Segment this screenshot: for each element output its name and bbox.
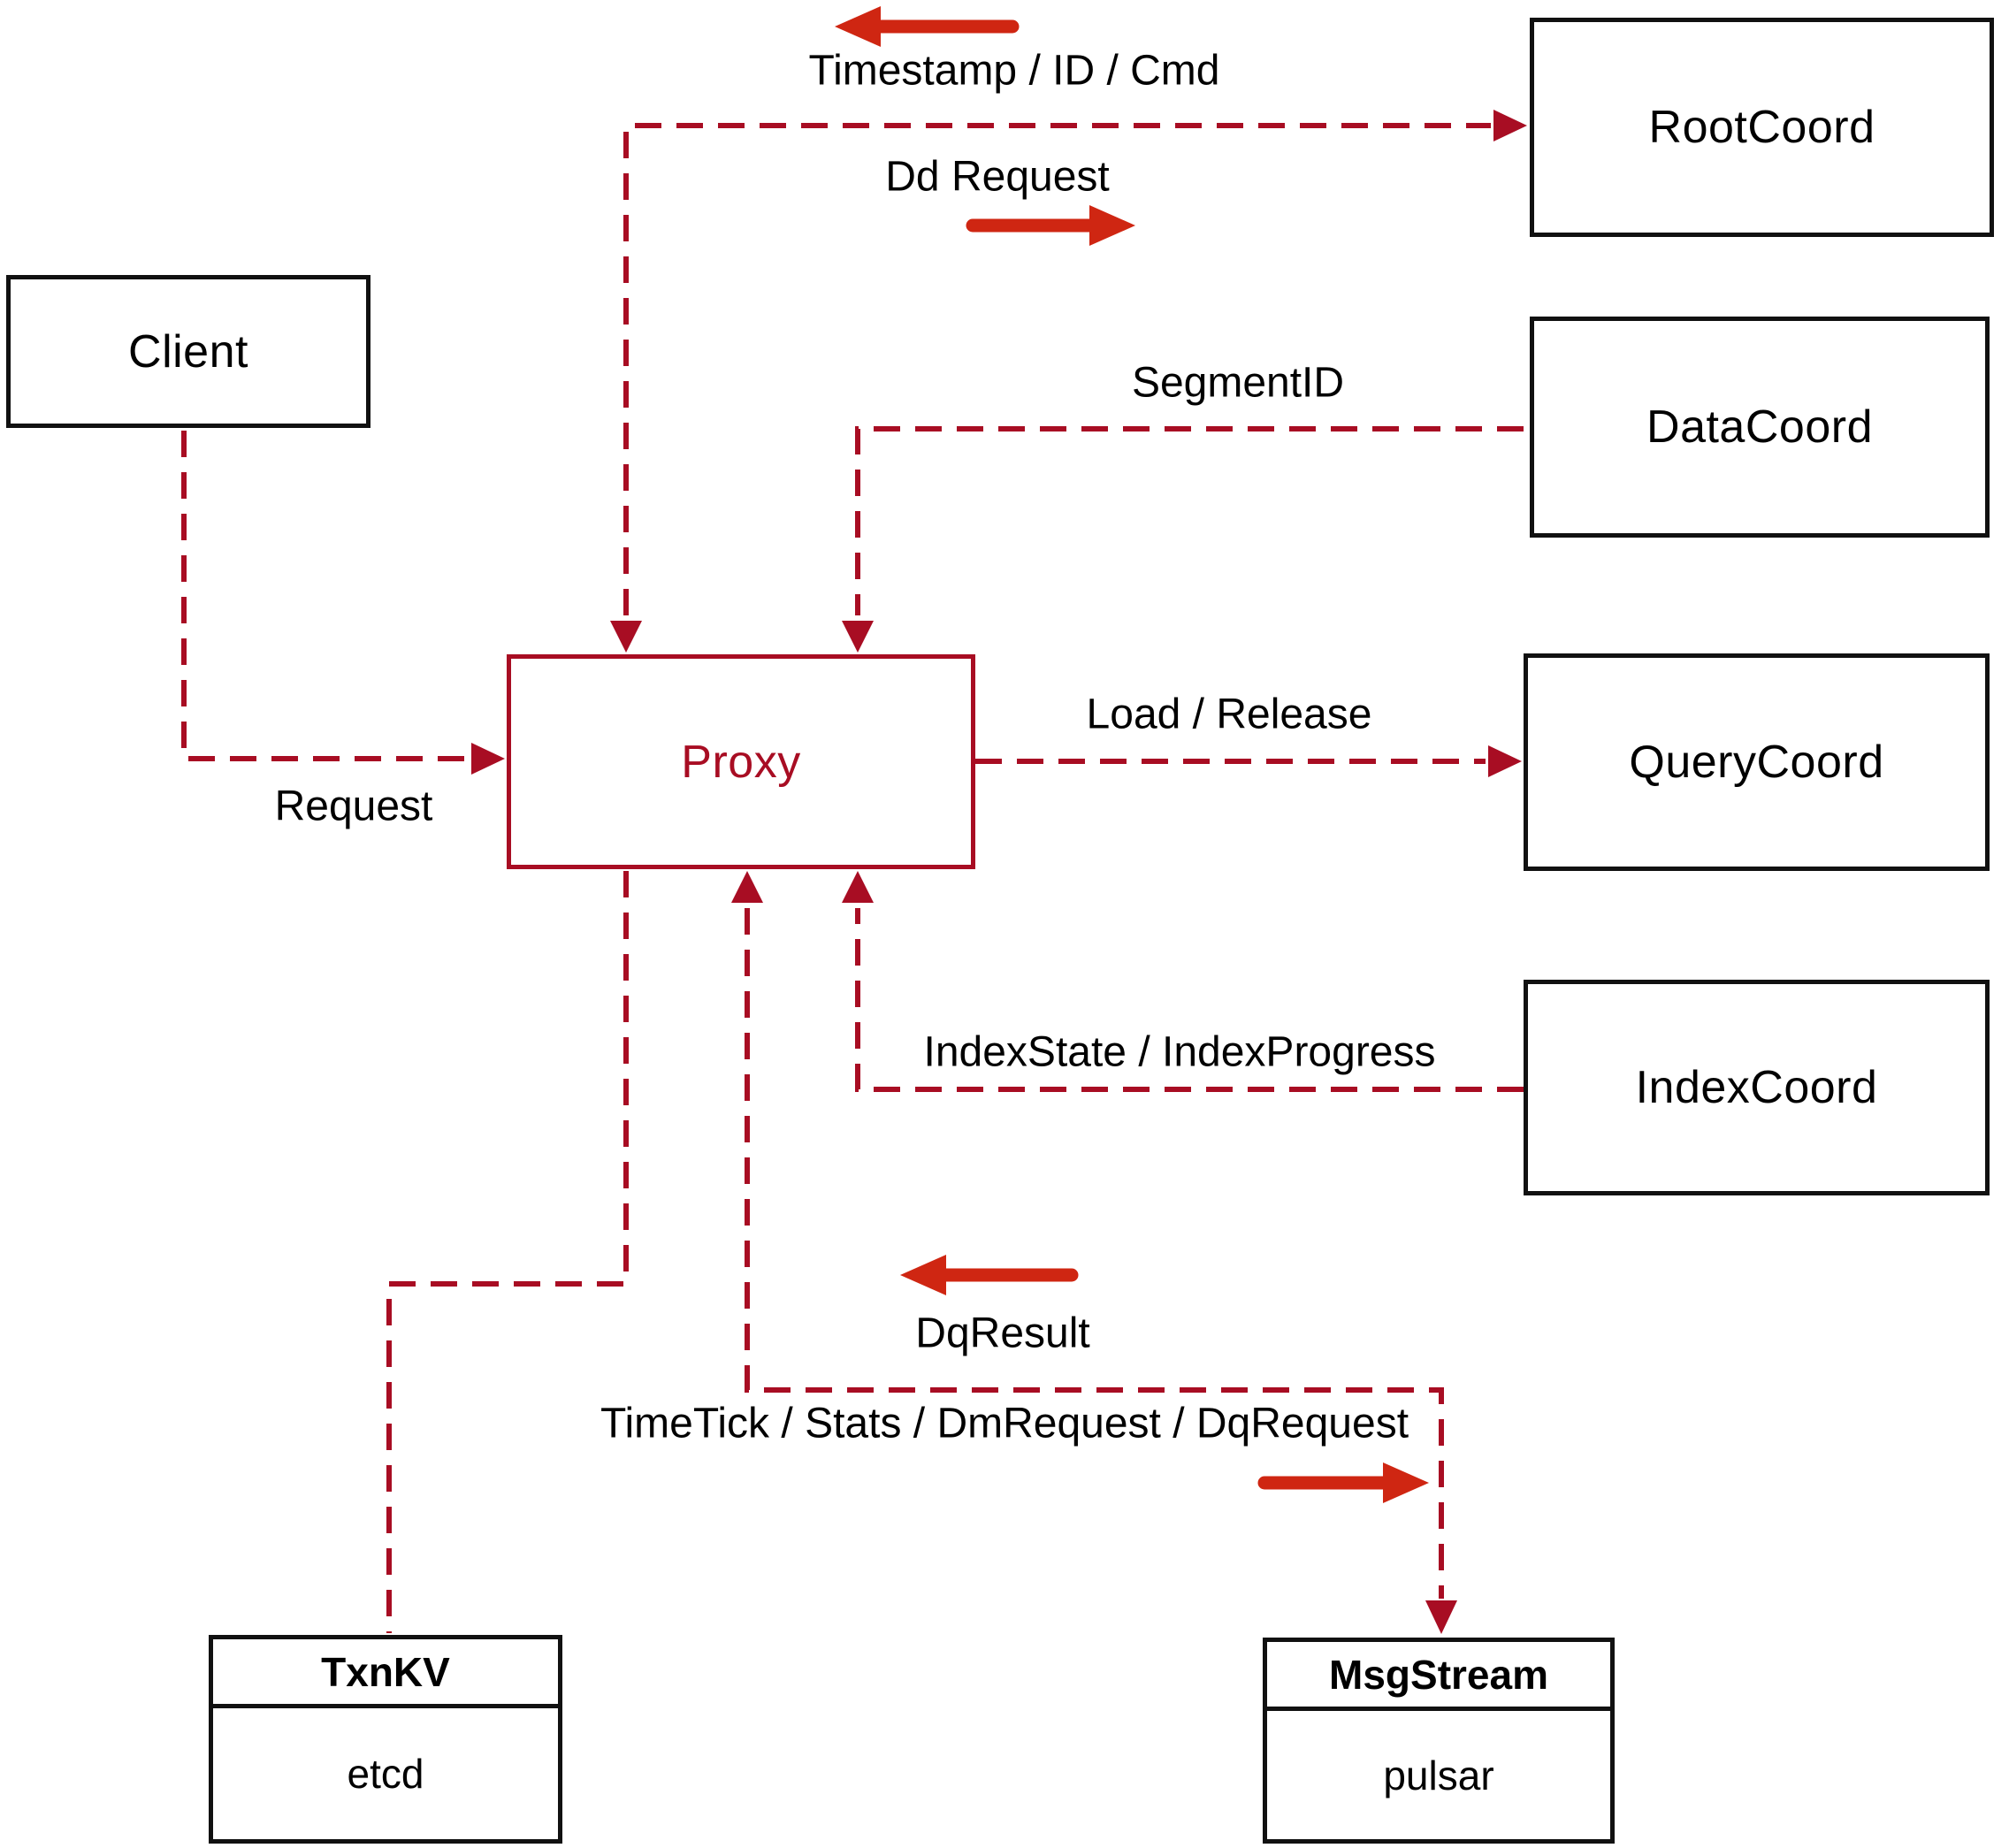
edge-label-dd-request: Dd Request bbox=[885, 153, 1110, 201]
edge-label-timestamp: Timestamp / ID / Cmd bbox=[808, 47, 1220, 95]
node-msgstream: MsgStream pulsar bbox=[1263, 1638, 1615, 1844]
node-msgstream-title: MsgStream bbox=[1267, 1642, 1610, 1711]
dd-request-direction-right-arrow-icon bbox=[966, 205, 1135, 246]
arrowhead-into-proxy-top-right-icon bbox=[842, 621, 874, 653]
arrowhead-into-msgstream-icon bbox=[1425, 1600, 1457, 1634]
node-msgstream-impl: pulsar bbox=[1383, 1752, 1494, 1798]
edge-indexcoord-proxy bbox=[842, 871, 1524, 1092]
node-client: Client bbox=[6, 275, 370, 428]
edge-label-timetick: TimeTick / Stats / DmRequest / DqRequest bbox=[600, 1400, 1409, 1447]
edge-label-load-release: Load / Release bbox=[1086, 691, 1372, 738]
edge-proxy-msgstream-line bbox=[745, 908, 1444, 1599]
node-txnkv-title: TxnKV bbox=[213, 1639, 558, 1708]
edge-client-proxy-line bbox=[181, 431, 467, 761]
node-indexcoord: IndexCoord bbox=[1524, 980, 1990, 1195]
arrowhead-into-proxy-bottom-right-icon bbox=[842, 871, 874, 903]
node-proxy-label: Proxy bbox=[681, 736, 801, 788]
node-querycoord: QueryCoord bbox=[1524, 653, 1990, 871]
dq-result-direction-left-arrow-icon bbox=[900, 1255, 1079, 1295]
arrowhead-into-proxy-top-left-icon bbox=[610, 621, 642, 653]
edge-datacoord-proxy bbox=[842, 426, 1524, 653]
edge-proxy-txnkv-line bbox=[386, 871, 629, 1633]
edge-label-segment-id: SegmentID bbox=[1131, 359, 1345, 407]
node-indexcoord-label: IndexCoord bbox=[1635, 1062, 1878, 1113]
node-rootcoord: RootCoord bbox=[1530, 18, 1994, 237]
node-querycoord-label: QueryCoord bbox=[1629, 737, 1884, 788]
edge-proxy-querycoord bbox=[975, 745, 1522, 777]
edge-indexcoord-proxy-line bbox=[855, 908, 1524, 1092]
arrowhead-into-proxy-left-icon bbox=[471, 743, 505, 775]
edge-label-dq-result: DqResult bbox=[915, 1310, 1090, 1357]
node-datacoord: DataCoord bbox=[1530, 317, 1990, 538]
edge-proxy-txnkv bbox=[386, 871, 629, 1633]
timestamp-direction-left-arrow-icon bbox=[835, 6, 1020, 47]
edge-proxy-msgstream bbox=[731, 871, 1457, 1634]
edge-label-index-state: IndexState / IndexProgress bbox=[923, 1028, 1436, 1076]
node-datacoord-label: DataCoord bbox=[1646, 401, 1873, 453]
timetick-direction-right-arrow-icon bbox=[1257, 1462, 1429, 1503]
node-client-label: Client bbox=[128, 325, 248, 378]
arrowhead-into-querycoord-icon bbox=[1488, 745, 1522, 777]
edge-datacoord-proxy-line bbox=[855, 426, 1524, 615]
edge-proxy-rootcoord bbox=[610, 110, 1527, 653]
edge-client-proxy bbox=[181, 431, 505, 775]
edge-label-request: Request bbox=[274, 783, 433, 830]
node-rootcoord-label: RootCoord bbox=[1648, 102, 1875, 153]
node-txnkv: TxnKV etcd bbox=[209, 1635, 562, 1844]
arrowhead-into-proxy-bottom-left-icon bbox=[731, 871, 763, 903]
arrowhead-into-rootcoord-icon bbox=[1493, 110, 1527, 141]
node-txnkv-impl: etcd bbox=[347, 1751, 424, 1797]
node-proxy: Proxy bbox=[507, 654, 975, 869]
